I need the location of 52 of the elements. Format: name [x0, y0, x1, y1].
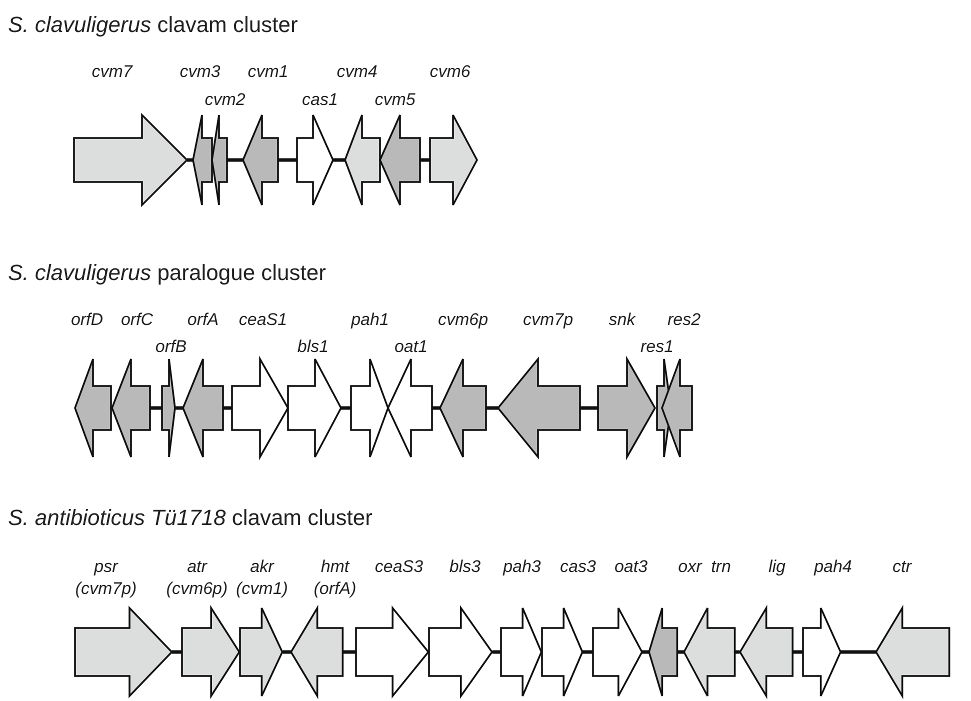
dna-segment-line	[486, 406, 498, 410]
gene-label: snk	[608, 309, 636, 331]
gene-label: cvm7p	[522, 309, 574, 331]
gene-label: pah1	[351, 309, 389, 331]
dna-segment-line	[582, 650, 593, 654]
gene-label: oat1	[394, 336, 428, 358]
gene-label: pah4	[814, 556, 852, 578]
gene-label: psr (cvm7p)	[75, 556, 137, 600]
gene-label: cvm6p	[438, 309, 488, 331]
gene-label: orfA	[187, 309, 219, 331]
gene-label: oxr	[678, 556, 702, 578]
gene-label: bls3	[449, 556, 481, 578]
gene-label: oat3	[614, 556, 648, 578]
gene-label: cvm6	[430, 61, 470, 83]
dna-segment-line	[840, 650, 876, 654]
dna-segment-line	[420, 158, 430, 162]
gene-label: res1	[640, 336, 674, 358]
gene-label: trn	[711, 556, 731, 578]
gene-label: cas3	[560, 556, 596, 578]
gene-label: cvm1	[248, 61, 288, 83]
gene-label: ceaS3	[374, 556, 424, 578]
gene-label: akr (cvm1)	[236, 556, 288, 600]
dna-segment-line	[282, 650, 292, 654]
gene-label: orfB	[155, 336, 187, 358]
gene-label: orfC	[120, 309, 154, 331]
dna-segment-line	[227, 158, 243, 162]
cluster-heading: S. antibioticus Tü1718 clavam cluster	[8, 505, 372, 531]
dna-segment-line	[792, 650, 803, 654]
gene-label: hmt (orfA)	[314, 556, 356, 600]
gene-label: cas1	[302, 89, 338, 111]
gene-label: cvm5	[374, 89, 416, 111]
dna-segment-line	[278, 158, 297, 162]
gene-label: res2	[667, 309, 701, 331]
gene-label: cvm4	[336, 61, 378, 83]
gene-label: ctr	[892, 556, 912, 578]
gene-label: cvm7	[92, 61, 132, 83]
gene-label: cvm3	[180, 61, 220, 83]
gene-label: ceaS1	[238, 309, 288, 331]
dna-segment-line	[342, 650, 356, 654]
gene-label: cvm2	[204, 89, 246, 111]
dna-segment-line	[333, 158, 345, 162]
gene-label: pah3	[503, 556, 541, 578]
cluster-heading: S. clavuligerus paralogue cluster	[8, 260, 326, 286]
gene-label: bls1	[297, 336, 329, 358]
cluster-heading: S. clavuligerus clavam cluster	[8, 12, 298, 38]
dna-segment-line	[341, 406, 351, 410]
gene-label: orfD	[70, 309, 104, 331]
gene-label: lig	[768, 556, 786, 578]
gene-label: atr (cvm6p)	[166, 556, 228, 600]
dna-segment-line	[150, 406, 162, 410]
dna-segment-line	[580, 406, 598, 410]
dna-segment-line	[172, 650, 182, 654]
